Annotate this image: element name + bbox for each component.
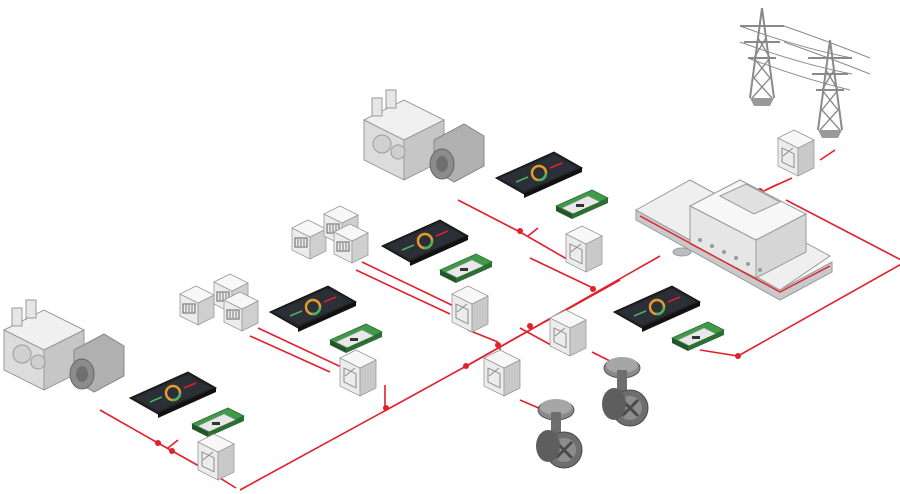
upper-bus — [469, 279, 621, 365]
converter-box-icon — [197, 433, 235, 481]
converter-link-5 — [529, 257, 594, 289]
converter-link-3 — [467, 329, 499, 343]
touchscreen-controller-icon — [612, 284, 702, 334]
panel-3 — [380, 218, 493, 284]
touchscreen-controller-icon — [268, 284, 358, 334]
control-module-icon — [555, 189, 609, 220]
junction-dot — [590, 286, 596, 292]
right-loop — [699, 199, 900, 357]
control-module-icon — [191, 407, 245, 438]
battery-bank-left — [179, 273, 259, 332]
panel-4 — [494, 150, 609, 220]
generator-icon — [3, 299, 125, 393]
junction-dot — [735, 353, 741, 359]
control-module-icon — [329, 323, 383, 354]
battery-top-feed-2 — [355, 269, 451, 315]
panel-5 — [612, 284, 725, 352]
touchscreen-controller-icon — [494, 150, 584, 200]
battery-bank-top — [291, 205, 369, 264]
junction-dot — [463, 363, 469, 369]
main-bus — [239, 255, 661, 491]
genset-left — [3, 299, 125, 393]
top-genset-feed — [457, 199, 573, 263]
genset-top — [363, 89, 485, 183]
converter-box-icon — [451, 285, 489, 333]
junction-dot — [495, 342, 501, 348]
grid-feed — [819, 149, 836, 161]
junction-dot — [527, 323, 533, 329]
battery-icon — [291, 219, 327, 260]
converter-box-icon — [565, 225, 603, 273]
transmission-towers — [739, 7, 871, 139]
panel-1 — [128, 370, 245, 438]
touchscreen-controller-icon — [128, 370, 218, 420]
thruster-icon — [534, 397, 584, 470]
thruster-right — [600, 355, 650, 428]
control-module-icon — [671, 321, 725, 352]
thruster-icon — [600, 355, 650, 428]
battery-left-feed-2 — [249, 335, 331, 373]
panel-2 — [268, 284, 383, 354]
breaker-switch-icon — [167, 183, 779, 449]
thruster-link-right — [591, 351, 613, 363]
control-module-icon — [439, 253, 493, 284]
battery-icon — [223, 291, 259, 332]
pylon-icon — [739, 7, 785, 107]
junction-dot — [517, 228, 523, 234]
battery-top-feed — [361, 261, 463, 311]
battery-icon — [179, 285, 215, 326]
converter-box-icon — [777, 129, 815, 177]
ship — [634, 179, 833, 301]
junction-dot — [155, 440, 161, 446]
generator-icon — [363, 89, 485, 183]
battery-icon — [333, 223, 369, 264]
converter-box-icon — [549, 309, 587, 357]
converter-box-icon — [339, 349, 377, 397]
left-genset-feed — [99, 409, 237, 489]
thruster-left — [534, 397, 584, 470]
wire-junctions — [155, 188, 763, 454]
junction-dot — [169, 448, 175, 454]
touchscreen-controller-icon — [380, 218, 470, 268]
converter-box-icon — [483, 349, 521, 397]
junction-dot — [383, 405, 389, 411]
